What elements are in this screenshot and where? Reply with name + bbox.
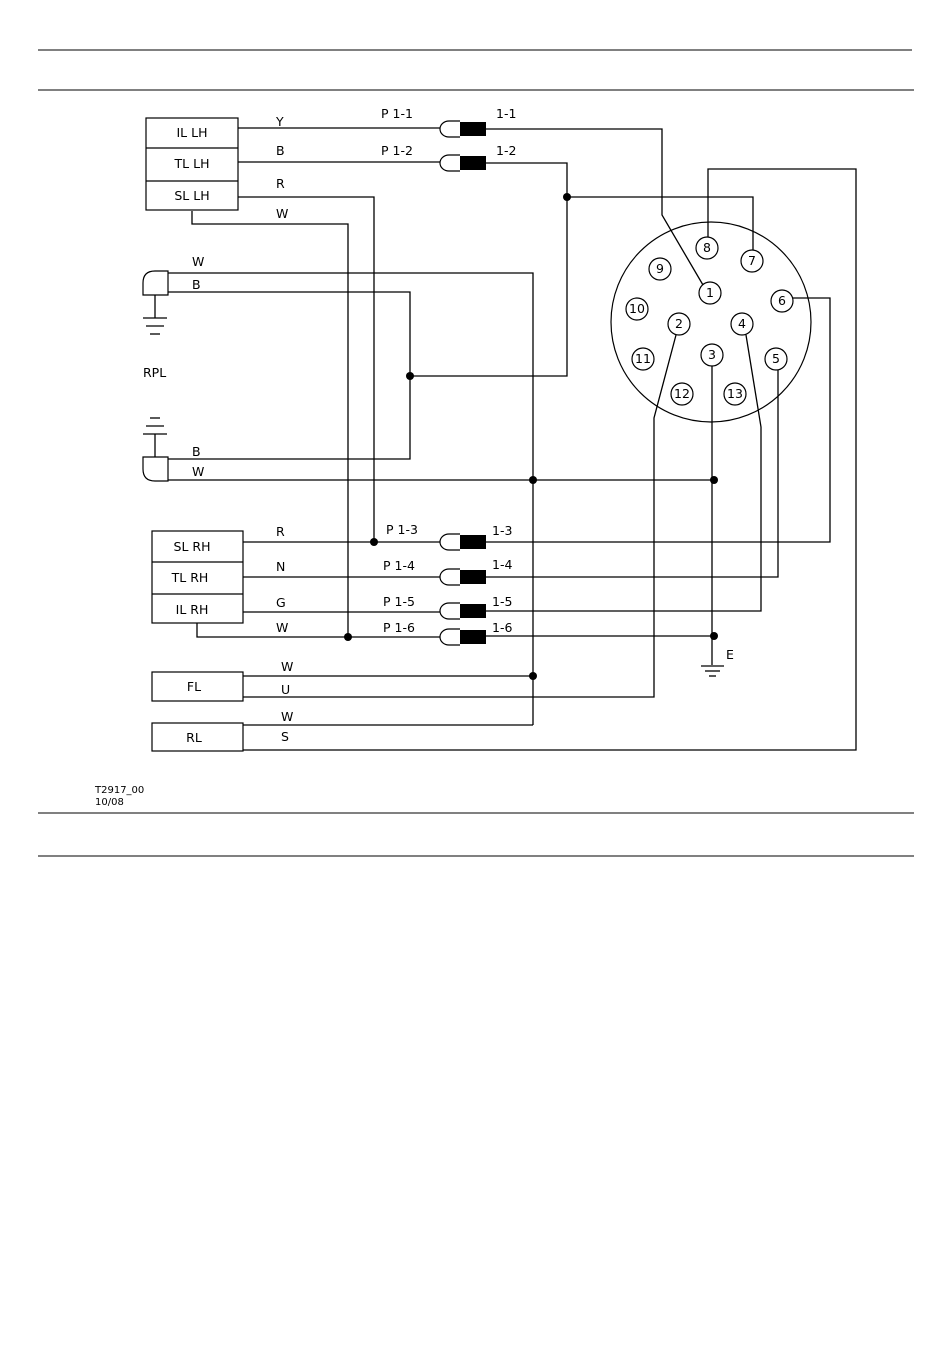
plug-label: P 1-1 [381,106,413,121]
il-lh-label: IL LH [177,125,208,140]
socket-pin: 10 [626,298,648,320]
tl-lh-label: TL LH [174,156,210,171]
plug-label: P 1-5 [383,594,415,609]
tl-rh-label: TL RH [171,570,209,585]
fl-lamp: FL [152,672,243,701]
svg-text:8: 8 [703,240,711,255]
wire-label: B [192,444,201,459]
wire-label: R [276,524,285,539]
wire-label: W [192,254,204,269]
socket-labels: 1-1 1-2 1-3 1-4 1-5 1-6 [492,106,516,635]
svg-text:13: 13 [727,386,743,401]
socket-label: 1-5 [492,594,512,609]
figure-code: T2917_00 [94,785,144,796]
svg-text:10: 10 [629,301,645,316]
wire-label: W [276,620,288,635]
socket-pin: 7 [741,250,763,272]
svg-text:4: 4 [738,316,746,331]
wire-label: W [276,206,288,221]
rl-lamp: RL [152,723,243,751]
socket-pin: 11 [632,348,654,370]
socket-label: 1-6 [492,620,512,635]
fl-label: FL [187,679,201,694]
wire-label: W [281,659,293,674]
socket-pin: 1 [699,282,721,304]
thirteen-pin-socket: 1 2 3 4 5 6 7 8 9 10 11 12 13 [611,222,811,422]
connector-1-3 [440,534,486,550]
socket-pin: 5 [765,348,787,370]
socket-pin: 4 [731,313,753,335]
il-rh-label: IL RH [176,602,209,617]
svg-text:3: 3 [708,347,716,362]
socket-pin: 2 [668,313,690,335]
socket-label: 1-4 [492,557,512,572]
connector-1-4 [440,569,486,585]
wire-label: G [276,595,286,610]
wire-label: B [276,143,285,158]
svg-text:2: 2 [675,316,683,331]
svg-text:12: 12 [674,386,690,401]
svg-text:1: 1 [706,285,714,300]
rpl-label: RPL [143,365,166,380]
earth-label: E [726,647,734,662]
plug-label: P 1-6 [383,620,415,635]
rl-label: RL [186,730,202,745]
wire-label: U [281,682,290,697]
socket-pin: 8 [696,237,718,259]
figure-date: 10/08 [95,797,124,808]
svg-text:5: 5 [772,351,780,366]
lh-lamp-cluster: IL LH TL LH SL LH [146,118,238,210]
wire-label: B [192,277,201,292]
sl-lh-label: SL LH [174,188,209,203]
socket-label: 1-1 [496,106,516,121]
wire-label: W [192,464,204,479]
socket-pin: 6 [771,290,793,312]
rpl-lamp-bottom [143,418,168,481]
wire-label: W [281,709,293,724]
wire-label: R [276,176,285,191]
earth-symbol: E [701,647,734,676]
wire-label: Y [275,114,284,129]
plug-labels: P 1-1 P 1-2 P 1-3 P 1-4 P 1-5 P 1-6 [381,106,418,635]
rh-lamp-cluster: SL RH TL RH IL RH [152,531,243,623]
plug-label: P 1-4 [383,558,415,573]
connectors [440,121,486,645]
plug-label: P 1-3 [386,522,418,537]
sl-rh-label: SL RH [174,539,211,554]
connector-1-1 [440,121,486,137]
wiring [168,128,856,750]
socket-pin: 12 [671,383,693,405]
connector-1-6 [440,629,486,645]
socket-pin: 9 [649,258,671,280]
rpl-lamp-top [143,271,168,334]
wire-label: S [281,729,289,744]
connector-1-2 [440,155,486,171]
svg-text:6: 6 [778,293,786,308]
svg-text:7: 7 [748,253,756,268]
socket-pin: 3 [701,344,723,366]
socket-label: 1-3 [492,523,512,538]
socket-pin: 13 [724,383,746,405]
socket-label: 1-2 [496,143,516,158]
plug-label: P 1-2 [381,143,413,158]
svg-text:11: 11 [635,351,651,366]
svg-text:9: 9 [656,261,664,276]
connector-1-5 [440,603,486,619]
wire-label: N [276,559,285,574]
